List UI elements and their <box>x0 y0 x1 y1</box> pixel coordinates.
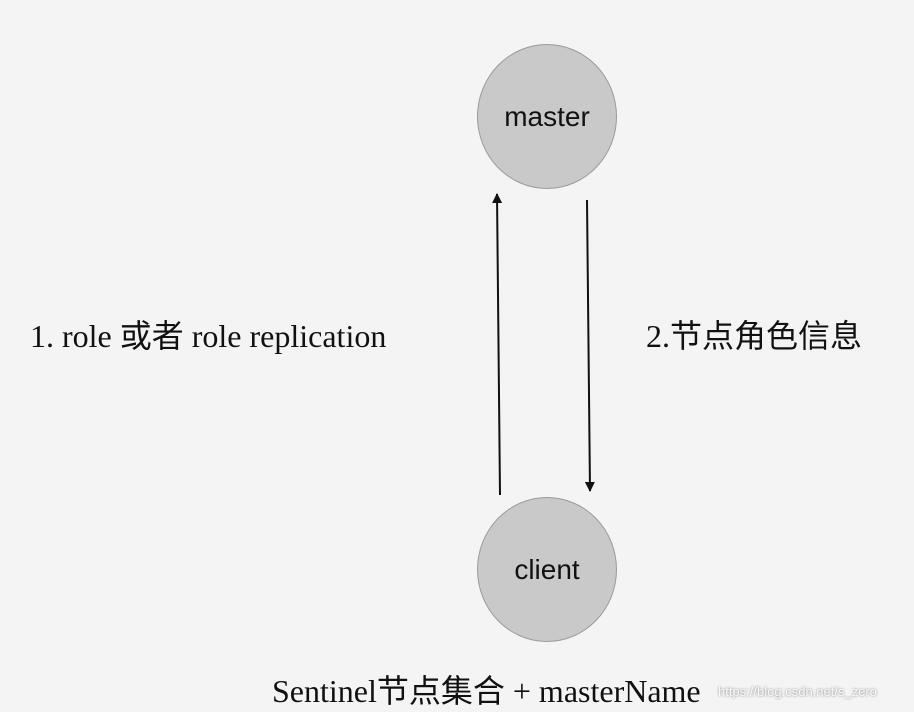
client-to-master-arrow <box>492 193 503 496</box>
client-node: client <box>477 497 617 642</box>
client-input-label: Sentinel节点集合 + masterName <box>272 673 701 709</box>
request-edge-label: 1. role 或者 role replication <box>30 318 387 354</box>
master-to-client-arrow <box>584 199 595 492</box>
client-node-label: client <box>514 553 580 585</box>
master-node: master <box>477 44 617 189</box>
watermark: https://blog.csdn.net/s_zero <box>718 684 877 699</box>
master-node-label: master <box>504 100 590 132</box>
response-edge-label: 2.节点角色信息 <box>646 318 863 354</box>
